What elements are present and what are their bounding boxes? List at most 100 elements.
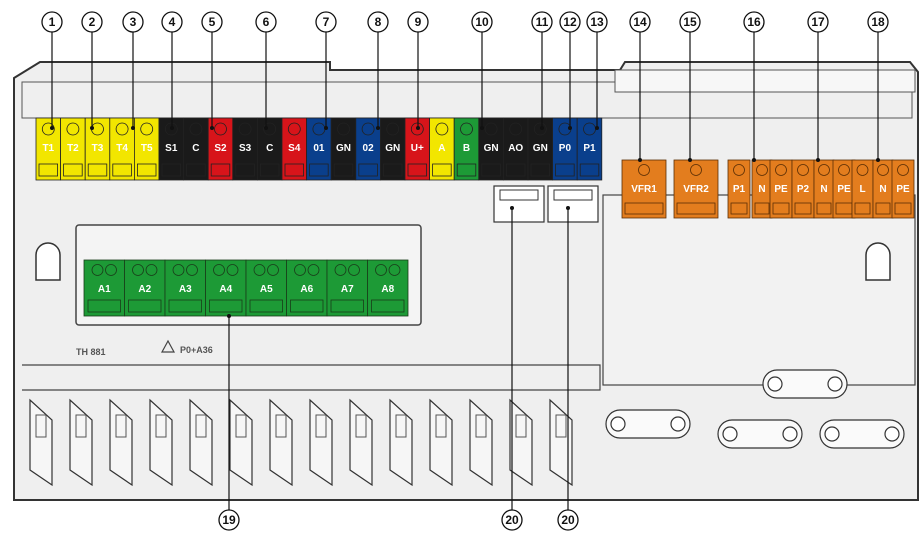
screw-icon — [337, 122, 350, 136]
terminal-p0: P0 — [552, 117, 578, 181]
terminal-label: T5 — [141, 143, 153, 154]
screw-icon — [733, 164, 745, 176]
callout-circle — [218, 509, 240, 531]
callout-circle — [122, 11, 144, 33]
wire-entry — [894, 202, 912, 215]
lower-rail — [22, 364, 601, 391]
wire-entry — [730, 202, 748, 215]
screw-icon — [460, 122, 473, 136]
wire-entry — [259, 163, 280, 177]
terminal-body — [404, 117, 431, 181]
screw-icon — [670, 416, 686, 432]
terminal-s4: S4 — [281, 117, 308, 181]
wire-entry — [754, 202, 770, 215]
wire-entry — [555, 163, 575, 177]
screw-icon — [226, 264, 239, 276]
wire-entry — [407, 163, 428, 177]
terminal-body — [453, 117, 480, 181]
wire-entry — [87, 299, 121, 313]
wire-entry — [309, 163, 329, 177]
terminal-label: S4 — [288, 143, 301, 154]
terminal-gn: GN — [330, 117, 357, 181]
actuator-terminal-a3: A3 — [164, 259, 206, 317]
terminal-label: PE — [837, 184, 851, 195]
wire-entry — [168, 299, 202, 313]
actuator-terminal-a7: A7 — [326, 259, 368, 317]
callout-8: 8 — [367, 11, 389, 130]
actuator-terminal-a1: A1 — [83, 259, 125, 317]
fixing-bar — [819, 419, 905, 449]
callout-2: 2 — [81, 11, 103, 130]
wire-entry — [38, 163, 59, 177]
callout-number: 14 — [633, 15, 647, 29]
screw-icon — [690, 164, 702, 176]
terminal-label: AO — [508, 143, 523, 154]
callout-14: 14 — [629, 11, 651, 162]
right-mount-hole — [865, 242, 891, 281]
callout-number: 12 — [563, 15, 577, 29]
callout-dot — [264, 126, 268, 130]
wire-entry — [63, 163, 83, 177]
screw-icon — [213, 264, 225, 276]
callout-circle — [743, 11, 765, 33]
wire-entry — [624, 202, 664, 215]
callout-dot — [376, 126, 380, 130]
screw-icon — [824, 426, 840, 442]
screw-icon — [66, 122, 80, 136]
connector-pins — [499, 189, 539, 201]
screw-icon — [484, 122, 498, 136]
callout-number: 17 — [811, 15, 825, 29]
screw-icon — [132, 264, 144, 276]
callout-number: 13 — [590, 15, 604, 29]
callout-dot — [688, 158, 692, 162]
terminal-label: A6 — [300, 284, 313, 295]
callout-number: 20 — [505, 513, 519, 527]
screw-icon — [189, 122, 203, 136]
wire-entry — [209, 299, 243, 313]
callout-dot — [595, 126, 599, 130]
wire-entry — [161, 163, 182, 177]
screw-icon — [294, 264, 306, 276]
callout-12: 12 — [559, 11, 581, 130]
wire-entry — [112, 163, 132, 177]
callout-circle — [41, 11, 63, 33]
terminal-label: S3 — [239, 143, 252, 154]
terminal-label: T4 — [116, 143, 128, 154]
housing-top-rail — [614, 69, 916, 93]
terminal-label: A2 — [138, 284, 151, 295]
terminal-body — [124, 259, 166, 317]
terminal-label: P0 — [559, 143, 572, 154]
wire-entry — [128, 299, 162, 313]
clamp-slot — [275, 414, 287, 438]
terminal-t2: T2 — [60, 117, 86, 181]
screw-icon — [238, 122, 252, 136]
wire-entry — [249, 299, 283, 313]
screw-icon — [334, 264, 347, 276]
callout-10: 10 — [471, 11, 493, 130]
callout-circle — [586, 11, 608, 33]
screw-icon — [838, 164, 850, 176]
screw-icon — [186, 264, 198, 276]
callout-number: 9 — [415, 15, 422, 29]
callout-number: 1 — [49, 15, 56, 29]
callout-circle — [161, 11, 183, 33]
terminal-gn: GN — [478, 117, 504, 181]
terminal-label: A — [438, 143, 445, 154]
power-terminal-pe: PE — [832, 159, 856, 219]
power-terminal-n: N — [813, 159, 835, 219]
callout-number: 8 — [375, 15, 382, 29]
callout-5: 5 — [201, 11, 223, 130]
screw-icon — [214, 122, 227, 136]
power-panel — [602, 194, 916, 386]
terminal-label: VFR2 — [683, 184, 709, 195]
screw-icon — [361, 122, 375, 136]
screw-icon — [775, 164, 787, 176]
terminal-label: B — [463, 143, 470, 154]
terminal-c: C — [183, 117, 209, 181]
connector-pins — [553, 189, 593, 201]
callout-circle — [315, 11, 337, 33]
connector-body — [493, 185, 545, 223]
